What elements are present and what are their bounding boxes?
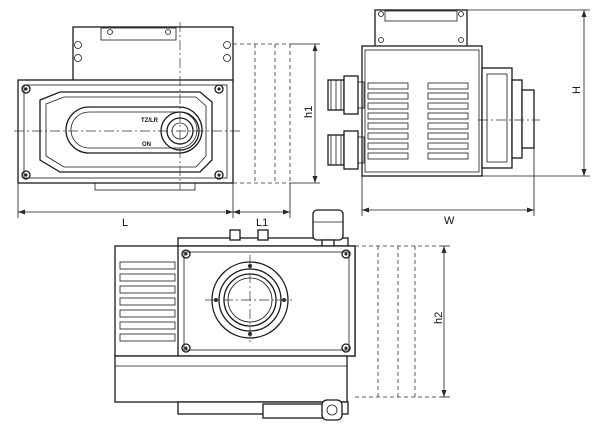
- side-body: [361, 45, 483, 177]
- dim-h2: h2: [433, 312, 445, 324]
- top-view: TZ/LR ON h1 L L1: [14, 22, 320, 229]
- oval-window: [65, 106, 203, 154]
- plate-text-1: TZ/LR: [141, 118, 159, 124]
- mount-flange: [177, 245, 356, 357]
- front-fins: [119, 261, 176, 342]
- indicator-plate: TZ/LR ON: [141, 118, 159, 148]
- dim-W: W: [444, 215, 455, 227]
- dim-L: L: [122, 217, 128, 229]
- cable-gland-top: [327, 75, 365, 115]
- dim-h1: h1: [303, 106, 315, 118]
- front-view: h2: [114, 209, 450, 421]
- dim-L1: L1: [256, 217, 268, 229]
- top-cover: [72, 26, 234, 84]
- cable-gland-bottom: [327, 130, 365, 170]
- corner-bolts: [21, 84, 224, 180]
- plate-text-2: ON: [142, 142, 151, 148]
- cooling-fins: [367, 82, 469, 160]
- output-flange: [481, 67, 513, 169]
- side-view: W H: [327, 9, 590, 227]
- handwheel-knob: [312, 209, 344, 241]
- dim-H: H: [571, 86, 583, 94]
- side-top-cover: [374, 9, 468, 51]
- front-base: [114, 355, 348, 403]
